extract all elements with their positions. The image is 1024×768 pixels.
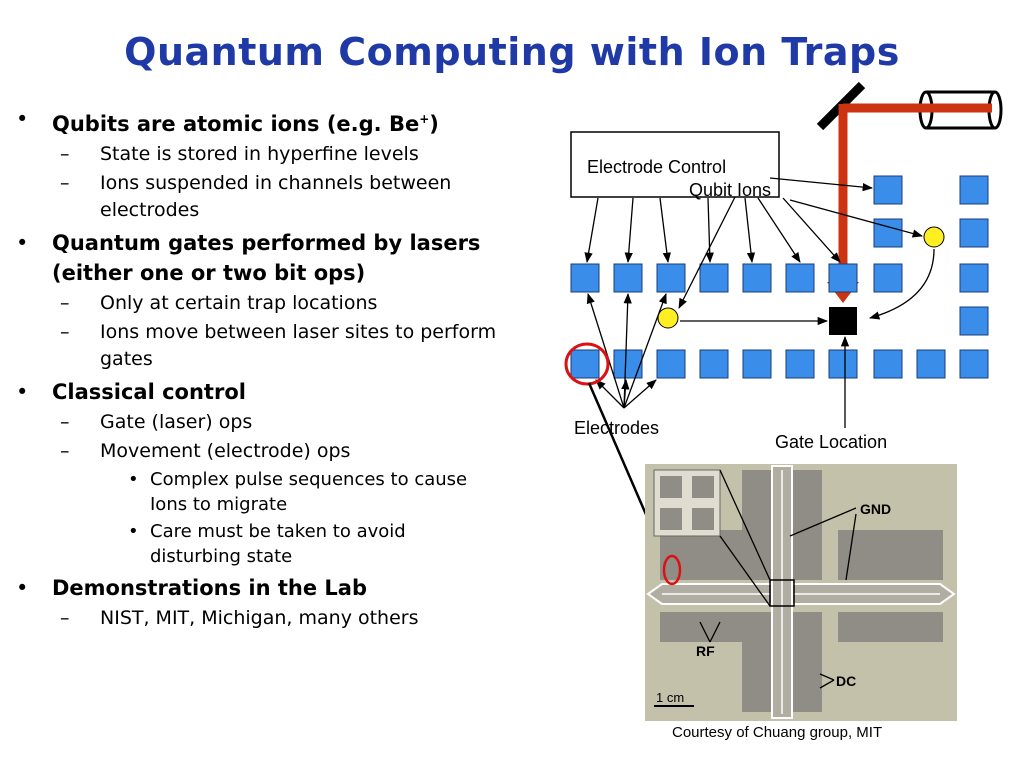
qubit-ion-arrows bbox=[678, 196, 935, 326]
bullet-marker: • bbox=[16, 231, 29, 255]
sub-bullet-text: Ions move between laser sites to perform… bbox=[100, 321, 497, 370]
sub-sub-bullet-item: • Care must be taken to avoid disturbing… bbox=[16, 519, 490, 569]
sub-bullet-marker: • bbox=[128, 521, 139, 542]
electrode bbox=[916, 349, 946, 379]
sub-bullet-text: Ions suspended in channels between elect… bbox=[100, 172, 452, 221]
bullet-marker: • bbox=[16, 576, 29, 600]
highlight-circle bbox=[564, 342, 610, 386]
bullet-text: Demonstrations in the Lab bbox=[52, 576, 368, 600]
image-credit: Courtesy of Chuang group, MIT bbox=[672, 724, 883, 741]
electrode bbox=[656, 349, 686, 379]
bullet-marker: • bbox=[16, 107, 29, 131]
photo-highlight-circle bbox=[662, 554, 682, 586]
rf-label: RF bbox=[696, 643, 715, 659]
bullet-text: Quantum gates performed by lasers (eithe… bbox=[52, 231, 481, 285]
electrode bbox=[570, 263, 600, 293]
electrode bbox=[785, 263, 815, 293]
electrode bbox=[699, 349, 729, 379]
dc-label: DC bbox=[836, 673, 856, 689]
gnd-label: GND bbox=[860, 501, 891, 517]
sub-bullet-text: NIST, MIT, Michigan, many others bbox=[100, 607, 419, 629]
qubit-ion bbox=[923, 226, 945, 248]
qubit-ion bbox=[657, 307, 679, 329]
electrode bbox=[570, 349, 600, 379]
electrode bbox=[873, 349, 903, 379]
electrode bbox=[873, 218, 903, 248]
sub-bullet-item: – State is stored in hyperfine levels bbox=[16, 141, 540, 168]
electrode bbox=[785, 349, 815, 379]
sub-bullet-item: – Movement (electrode) ops bbox=[16, 438, 540, 465]
dash-marker: – bbox=[60, 440, 70, 462]
sub-bullet-item: – Only at certain trap locations bbox=[16, 290, 540, 317]
sub-bullet-text: Movement (electrode) ops bbox=[100, 440, 351, 462]
trap-photo bbox=[645, 464, 957, 721]
bullet-item: • Quantum gates performed by lasers (eit… bbox=[16, 228, 556, 288]
bullet-text: Classical control bbox=[52, 380, 246, 404]
dash-marker: – bbox=[60, 143, 70, 165]
gate-location-label: Gate Location bbox=[775, 432, 887, 452]
gate-location-marker bbox=[829, 307, 857, 335]
bullet-item: • Qubits are atomic ions (e.g. Be+) bbox=[16, 104, 556, 139]
dash-marker: – bbox=[60, 607, 70, 629]
slide-title: Quantum Computing with Ion Traps bbox=[124, 30, 900, 74]
control-arrows bbox=[584, 177, 874, 264]
bullet-text: Qubits are atomic ions (e.g. Be bbox=[52, 112, 420, 136]
electrode bbox=[613, 263, 643, 293]
electrode bbox=[828, 263, 858, 293]
sub-bullet-item: – Ions suspended in channels between ele… bbox=[16, 170, 540, 224]
bullet-item: • Classical control bbox=[16, 377, 556, 407]
scale-bar-label: 1 cm bbox=[656, 690, 684, 705]
electrode bbox=[959, 175, 989, 205]
electrode bbox=[699, 263, 729, 293]
bullet-list: • Qubits are atomic ions (e.g. Be+) – St… bbox=[16, 100, 556, 632]
electrode bbox=[742, 263, 772, 293]
sub-bullet-text: Only at certain trap locations bbox=[100, 292, 378, 314]
electrodes-arrows bbox=[586, 292, 667, 409]
dash-marker: – bbox=[60, 321, 70, 343]
electrode bbox=[873, 175, 903, 205]
electrodes-label: Electrodes bbox=[574, 418, 659, 438]
electrode-grid bbox=[570, 175, 989, 379]
sub-bullet-text: Gate (laser) ops bbox=[100, 411, 253, 433]
sub-sub-bullet-text: Care must be taken to avoid disturbing s… bbox=[150, 521, 406, 567]
sub-bullet-item: – Gate (laser) ops bbox=[16, 409, 540, 436]
dash-marker: – bbox=[60, 292, 70, 314]
electrode bbox=[873, 263, 903, 293]
bullet-text-end: ) bbox=[429, 112, 439, 136]
electrode bbox=[828, 349, 858, 379]
electrode-control-label: Electrode Control bbox=[587, 157, 726, 177]
sub-sub-bullet-text: Complex pulse sequences to cause Ions to… bbox=[150, 469, 468, 515]
bullet-item: • Demonstrations in the Lab bbox=[16, 573, 556, 603]
superscript: + bbox=[419, 112, 430, 126]
sub-bullet-item: – NIST, MIT, Michigan, many others bbox=[16, 605, 540, 632]
electrode bbox=[959, 306, 989, 336]
electrode bbox=[742, 349, 772, 379]
sub-sub-bullet-item: • Complex pulse sequences to cause Ions … bbox=[16, 467, 490, 517]
electrode bbox=[959, 218, 989, 248]
electrode bbox=[959, 349, 989, 379]
dash-marker: – bbox=[60, 172, 70, 194]
bullet-marker: • bbox=[16, 380, 29, 404]
qubit-ions-label: Qubit Ions bbox=[689, 180, 771, 200]
electrode bbox=[656, 263, 686, 293]
sub-bullet-text: State is stored in hyperfine levels bbox=[100, 143, 419, 165]
electrode-control-box bbox=[570, 131, 780, 198]
electrode bbox=[613, 349, 643, 379]
sub-bullet-item: – Ions move between laser sites to perfo… bbox=[16, 319, 540, 373]
dash-marker: – bbox=[60, 411, 70, 433]
electrode bbox=[959, 263, 989, 293]
sub-bullet-marker: • bbox=[128, 469, 139, 490]
